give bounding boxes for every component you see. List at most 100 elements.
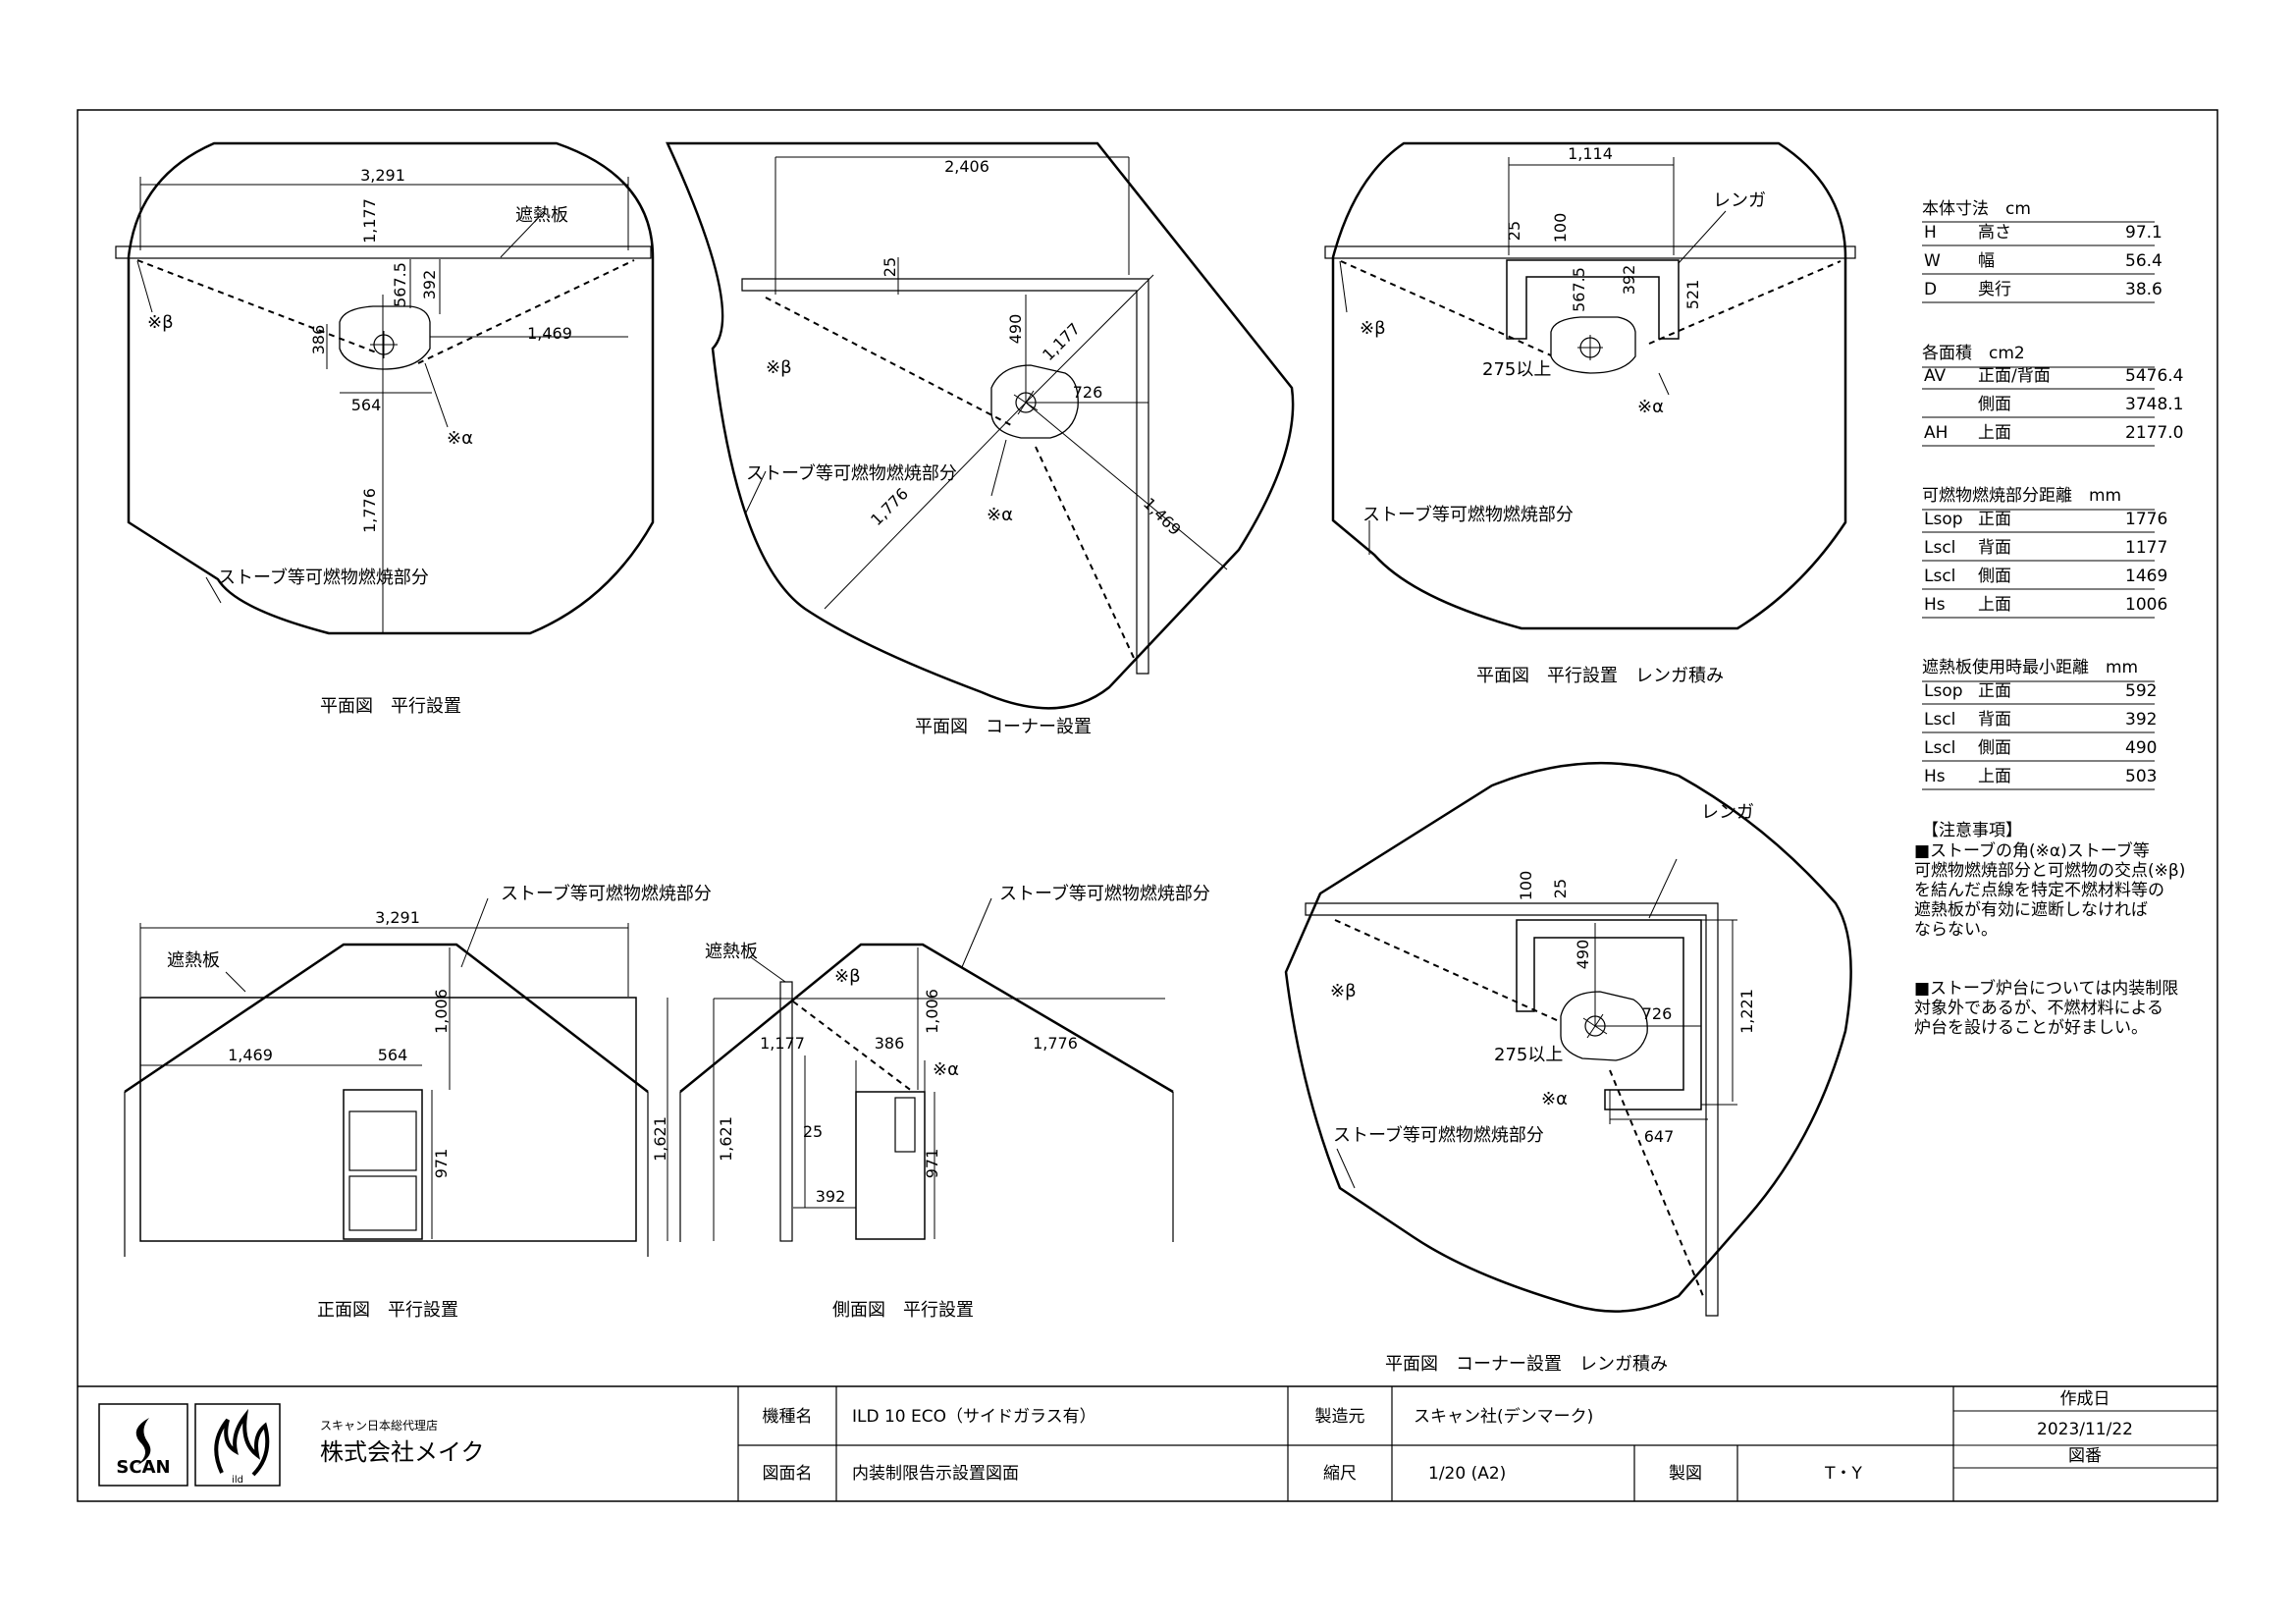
dim-1621: 1,621	[651, 1116, 669, 1162]
brick-wall	[1516, 919, 1702, 1110]
model-value: ILD 10 ECO（サイドガラス有）	[852, 1407, 1096, 1427]
dim-386: 386	[309, 325, 328, 355]
dim-top: 1,114	[1568, 144, 1613, 163]
ild-logo-box	[194, 1403, 281, 1487]
dim-side: 1,469	[228, 1046, 273, 1064]
dim-567: 567.5	[391, 262, 409, 307]
view-plan-corner	[666, 141, 1295, 710]
spec-item: 上面	[1978, 423, 2011, 443]
dim-gap: 25	[881, 257, 899, 277]
heat-shield-plate	[115, 245, 652, 259]
dim-top: 2,406	[944, 157, 989, 176]
spec-symbol: Lscl	[1924, 567, 1955, 586]
dim-1621: 1,621	[717, 1116, 735, 1162]
spec-item: 背面	[1978, 538, 2011, 558]
dim-stove-width: 564	[378, 1046, 408, 1064]
dim-392: 392	[1620, 265, 1638, 296]
view-plan-corner-brick	[1284, 761, 1852, 1317]
notes-panel: 【注意事項】 ■ストーブの角(※α)ストーブ等可燃物燃焼部分と可燃物の交点(※β…	[1914, 821, 2185, 1038]
caption-side-parallel: 側面図 平行設置	[832, 1300, 974, 1321]
dim-back: 1,177	[360, 198, 379, 243]
dim-647: 647	[1644, 1127, 1675, 1146]
dim-567: 567.5	[1570, 267, 1588, 312]
stove-side	[855, 1091, 926, 1240]
stove-outline	[1560, 991, 1648, 1061]
spec-symbol: D	[1924, 280, 1937, 299]
dim-top: 1,006	[432, 989, 451, 1034]
dim-stove-width: 564	[351, 396, 382, 414]
model-label: 機種名	[763, 1407, 813, 1427]
stove-outline	[990, 364, 1079, 439]
spec-item: 正面	[1978, 510, 2011, 529]
front-parallel-labels: 3,291 1,469 564 1,006 971 1,621 遮熱板 ストーブ…	[167, 883, 712, 1321]
note-line: 遮熱板が有効に遮断しなければ	[1914, 900, 2148, 920]
heat-shield-plate	[1324, 245, 1856, 259]
label-beta: ※β	[766, 357, 792, 378]
note-line: 可燃物燃焼部分と可燃物の交点(※β)	[1914, 861, 2185, 881]
combustion-boundary	[127, 141, 655, 635]
dim-392: 392	[816, 1187, 846, 1206]
combustion-boundary	[666, 141, 1295, 710]
stove-outline	[1550, 316, 1636, 374]
label-heat-shield: 遮熱板	[515, 205, 568, 226]
spec-symbol: Lscl	[1924, 538, 1955, 558]
dim-gap: 25	[1551, 879, 1570, 898]
view-side-parallel	[679, 897, 1174, 1242]
scan-flame-icon	[135, 1418, 151, 1465]
dim-width: 3,291	[375, 908, 420, 927]
drafter-label: 製図	[1669, 1464, 1702, 1484]
dim-front: 1,776	[360, 488, 379, 533]
label-beta: ※β	[147, 312, 174, 333]
scale-value: 1/20 (A2)	[1428, 1464, 1506, 1484]
spec-item: 正面/背面	[1978, 366, 2051, 386]
dealer-label: スキャン日本総代理店	[320, 1419, 438, 1433]
spec-item: 側面	[1978, 567, 2011, 586]
spec-value: 490	[2125, 738, 2157, 758]
plan-parallel-brick-labels: 1,114 25 100 567.5 392 521 レンガ 275以上 ※β …	[1360, 144, 1766, 686]
note-line: を結んだ点線を特定不燃材料等の	[1914, 881, 2164, 900]
dim-100: 100	[1517, 871, 1535, 901]
label-alpha: ※α	[1541, 1089, 1568, 1109]
spec-value: 38.6	[2125, 280, 2163, 299]
label-alpha: ※α	[1637, 397, 1664, 417]
spec-value: 2177.0	[2125, 423, 2183, 443]
label-beta: ※β	[834, 966, 861, 987]
title-block	[78, 1385, 2217, 1501]
label-alpha: ※α	[447, 428, 473, 449]
dim-726: 726	[1073, 383, 1103, 402]
stove-front	[343, 1089, 423, 1240]
dim-back: 1,177	[760, 1034, 805, 1053]
caption-plan-parallel-brick: 平面図 平行設置 レンガ積み	[1476, 666, 1724, 686]
maker-label: 製造元	[1315, 1407, 1365, 1427]
dim-726: 726	[1642, 1004, 1673, 1023]
notes-lines: ■ストーブの角(※α)ストーブ等可燃物燃焼部分と可燃物の交点(※β)を結んだ点線…	[1914, 840, 2185, 1038]
dim-1221: 1,221	[1737, 989, 1756, 1034]
scan-logo-text: SCAN	[116, 1457, 170, 1478]
spec-symbol: Lsop	[1924, 681, 1963, 701]
spec-value: 392	[2125, 710, 2157, 730]
dim-490: 490	[1006, 314, 1025, 345]
maker-value: スキャン社(デンマーク)	[1414, 1406, 1593, 1427]
view-front-parallel	[124, 897, 668, 1257]
label-combustible: ストーブ等可燃物燃焼部分	[218, 567, 429, 588]
notes-title: 【注意事項】	[1922, 821, 2022, 840]
heat-shield-corner	[741, 278, 1149, 675]
stove-outline	[339, 305, 431, 370]
spec-symbol: Lsop	[1924, 510, 1963, 529]
ild-flame-icon	[214, 1408, 270, 1477]
spec-body-title: 本体寸法 cm	[1922, 199, 2031, 219]
spec-value: 97.1	[2125, 223, 2163, 243]
spec-value: 1469	[2125, 567, 2167, 586]
spec-shield-title: 遮熱板使用時最小距離 mm	[1922, 657, 2138, 677]
date-value: 2023/11/22	[2037, 1420, 2133, 1439]
note-line: ■ストーブ炉台については内装制限	[1914, 978, 2178, 999]
spec-item: 高さ	[1978, 223, 2011, 243]
dim-971: 971	[923, 1149, 941, 1179]
heat-shield-wall	[139, 997, 637, 1242]
dim-gap: 25	[803, 1122, 823, 1141]
